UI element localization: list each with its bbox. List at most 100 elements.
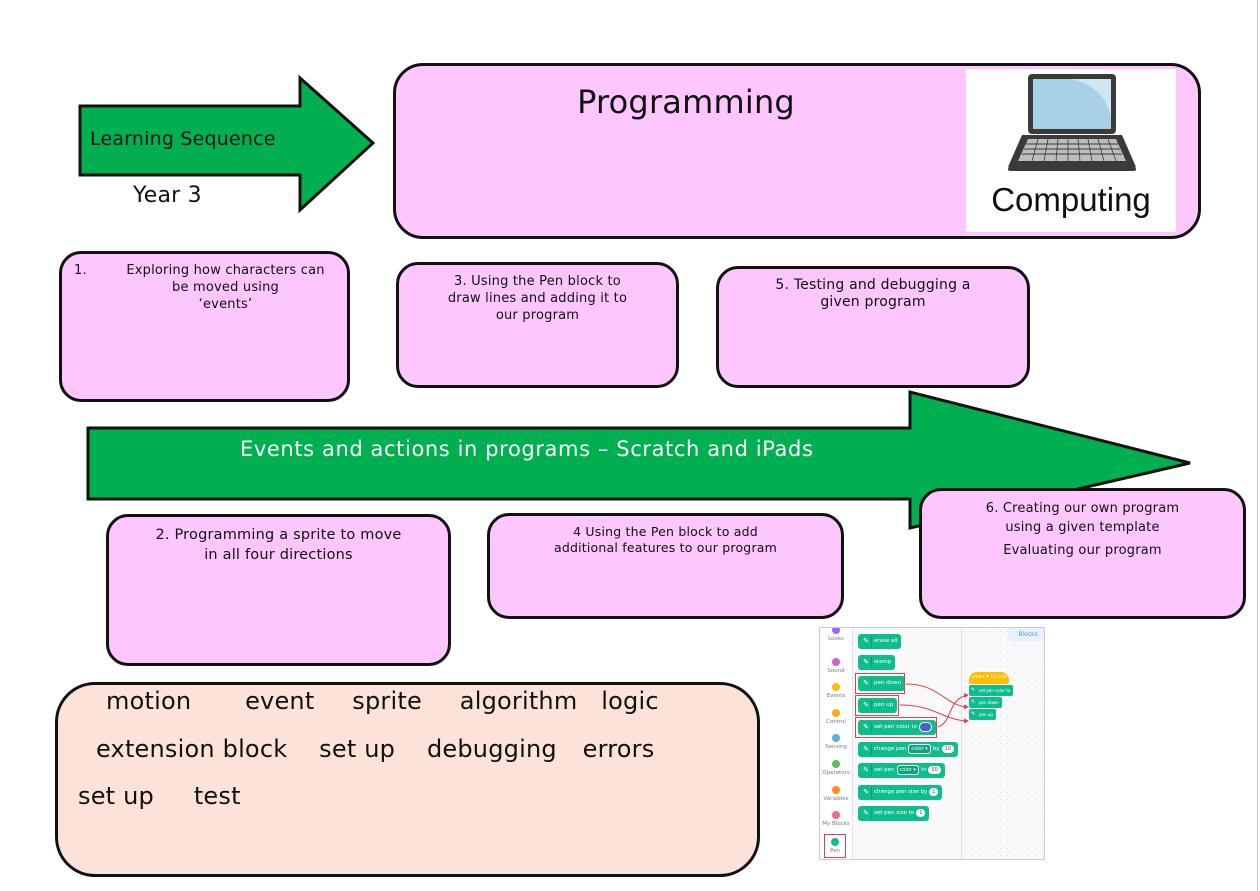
lesson-number: 1. <box>74 263 87 278</box>
pen-block-erase-all[interactable]: ✎erase all <box>858 634 902 649</box>
block-label: set pen <box>874 767 895 773</box>
pen-icon: ✎ <box>971 699 976 705</box>
pen-block-stamp[interactable]: ✎stamp <box>858 655 896 670</box>
page-title: Programming <box>577 83 795 121</box>
category-dot-icon <box>832 708 840 717</box>
category-variables[interactable]: Variables <box>820 785 852 802</box>
page-edge <box>1257 0 1258 891</box>
block-label: pen up <box>979 712 993 717</box>
block-label: stamp <box>874 659 892 665</box>
vocab-row-2: extension block set up debugging errors <box>96 735 654 763</box>
block-label: pen up <box>874 702 894 708</box>
vocab-word: extension block <box>96 735 288 763</box>
color-swatch[interactable] <box>919 721 933 732</box>
category-dot-icon <box>832 760 840 768</box>
lesson-text: our program <box>495 308 580 323</box>
computing-symbol: Computing <box>966 69 1176 232</box>
pen-icon: ✎ <box>861 765 872 776</box>
sequence-label: Learning Sequence <box>90 128 276 150</box>
vocab-word: set up <box>78 782 154 810</box>
number-input[interactable]: 50 <box>928 766 941 774</box>
vocabulary-box: motion event sprite algorithm logic exte… <box>55 682 760 877</box>
block-label: change pen <box>874 746 907 752</box>
category-label: Pen <box>830 848 840 854</box>
number-input[interactable]: 10 <box>941 745 954 753</box>
category-control[interactable]: Control <box>820 708 852 725</box>
blocks-tab[interactable]: Blocks <box>1008 628 1044 642</box>
lesson-text: 6. Creating our own program <box>985 501 1180 516</box>
block-label: change pen size by <box>874 789 928 795</box>
category-my-blocks[interactable]: My Blocks <box>820 811 852 827</box>
category-label: Sensing <box>825 744 847 751</box>
arrow-pen-down <box>905 683 969 710</box>
category-label: Events <box>826 693 846 700</box>
script-block-pen-up[interactable]: ✎pen up <box>969 709 996 720</box>
block-label: pen down <box>979 700 999 705</box>
pen-block-pen-down[interactable]: ✎pen down <box>858 676 905 691</box>
param-dropdown[interactable]: color ▾ <box>908 744 931 754</box>
lesson-card-1: 1. Exploring how characters can be moved… <box>59 251 350 402</box>
vocab-row-3: set up test <box>78 782 241 810</box>
category-pen[interactable]: Pen <box>824 834 846 858</box>
category-sensing[interactable]: Sensing <box>820 734 852 750</box>
category-dot-icon <box>832 657 840 666</box>
block-label: to <box>920 767 927 773</box>
lesson-card-6: 6. Creating our own program using a give… <box>919 488 1246 619</box>
laptop-icon <box>1008 74 1136 171</box>
category-dot-icon <box>832 683 840 692</box>
lesson-card-3: 3. Using the Pen block to draw lines and… <box>396 262 679 388</box>
arrow-set-pen-color <box>937 693 969 728</box>
category-dot-icon <box>832 734 840 743</box>
pen-icon: ✎ <box>971 711 976 717</box>
lesson-card-4: 4 Using the Pen block to add additional … <box>487 513 844 619</box>
vocab-word: motion <box>106 687 192 715</box>
pen-icon: ✎ <box>861 744 872 755</box>
lesson-card-2: 2. Programming a sprite to move in all f… <box>106 514 451 666</box>
number-input[interactable]: 1 <box>916 809 926 817</box>
script-block-pen-down[interactable]: ✎pen down <box>969 697 1002 708</box>
category-dot-icon <box>832 811 840 820</box>
vocab-word: algorithm <box>459 687 578 715</box>
connector-arrows <box>899 683 969 728</box>
lesson-text: 4 Using the Pen block to add <box>573 524 758 539</box>
category-operators[interactable]: Operators <box>820 760 852 776</box>
vocab-word: set up <box>319 735 396 763</box>
script-block-set-pen-color-to[interactable]: ✎set pen color to <box>969 685 1014 696</box>
block-label: set pen color to <box>874 724 918 730</box>
category-events[interactable]: Events <box>820 683 852 699</box>
vocab-word: logic <box>601 687 659 715</box>
lesson-text: in all four directions <box>204 547 353 563</box>
pen-icon: ✎ <box>861 636 872 647</box>
category-dot-icon <box>832 785 840 794</box>
block-label: pen down <box>874 680 901 686</box>
block-label: by <box>932 746 940 752</box>
highlight-box <box>855 673 905 694</box>
lesson-text: additional features to our program <box>553 540 778 555</box>
pen-icon: ✎ <box>861 722 872 733</box>
pen-block-pen-up[interactable]: ✎pen up <box>858 698 898 713</box>
lesson-text: 5. Testing and debugging a <box>775 277 971 293</box>
lesson-text: Exploring how characters can be moved us… <box>126 263 325 295</box>
vocab-row-1: motion event sprite algorithm logic <box>106 687 659 715</box>
category-label: Variables <box>823 795 849 802</box>
subject-label: Computing <box>991 181 1151 218</box>
vocab-word: errors <box>582 735 655 763</box>
category-sound[interactable]: Sound <box>820 657 852 674</box>
lesson-text: Evaluating our program <box>1003 543 1162 558</box>
block-label: set pen size to <box>874 810 915 816</box>
banner-label: Events and actions in programs – Scratch… <box>240 437 814 461</box>
category-dot-icon <box>832 628 840 634</box>
category-label: Sound <box>827 667 845 674</box>
block-label: set pen color to <box>979 688 1011 693</box>
category-looks[interactable]: Looks <box>820 628 852 642</box>
pen-block-set-pen-color-to[interactable]: ✎set pen color to <box>858 720 937 735</box>
param-dropdown[interactable]: color ▾ <box>896 765 919 775</box>
number-input[interactable]: 1 <box>929 788 939 796</box>
pen-icon: ✎ <box>861 678 872 689</box>
pen-icon: ✎ <box>861 657 872 668</box>
